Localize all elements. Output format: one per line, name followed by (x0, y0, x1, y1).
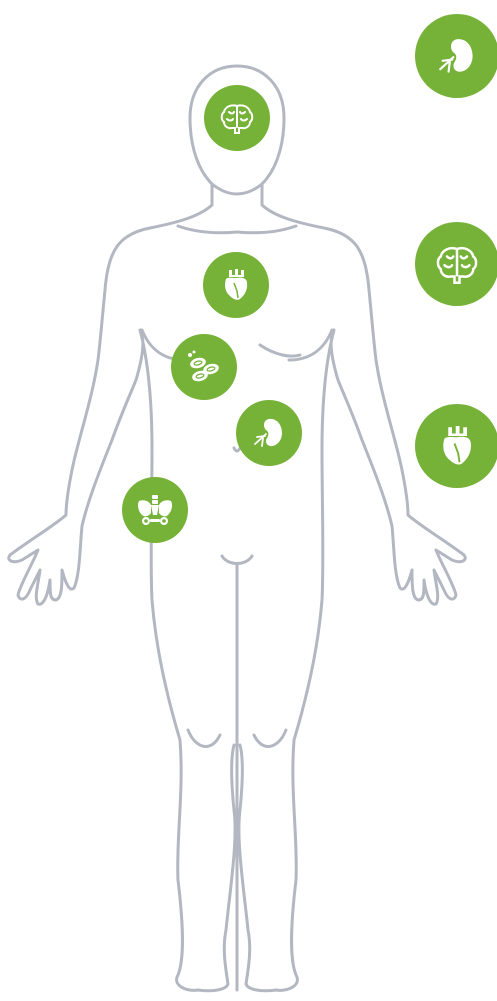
side-kidney-marker[interactable] (415, 14, 497, 98)
brain-marker[interactable] (204, 85, 270, 151)
heart-marker[interactable] (203, 252, 269, 318)
kidney-icon (433, 32, 481, 80)
brain-icon (432, 239, 482, 289)
blood-cells-icon (184, 347, 224, 387)
side-brain-marker[interactable] (415, 222, 497, 306)
pelvis-icon (134, 489, 176, 531)
side-heart-marker[interactable] (415, 404, 497, 488)
kidney-icon (249, 413, 289, 453)
kidney-marker[interactable] (236, 400, 302, 466)
blood-cells-marker[interactable] (171, 334, 237, 400)
heart-icon (432, 421, 482, 471)
heart-icon (216, 265, 256, 305)
pelvis-marker[interactable] (122, 477, 188, 543)
brain-icon (217, 98, 257, 138)
